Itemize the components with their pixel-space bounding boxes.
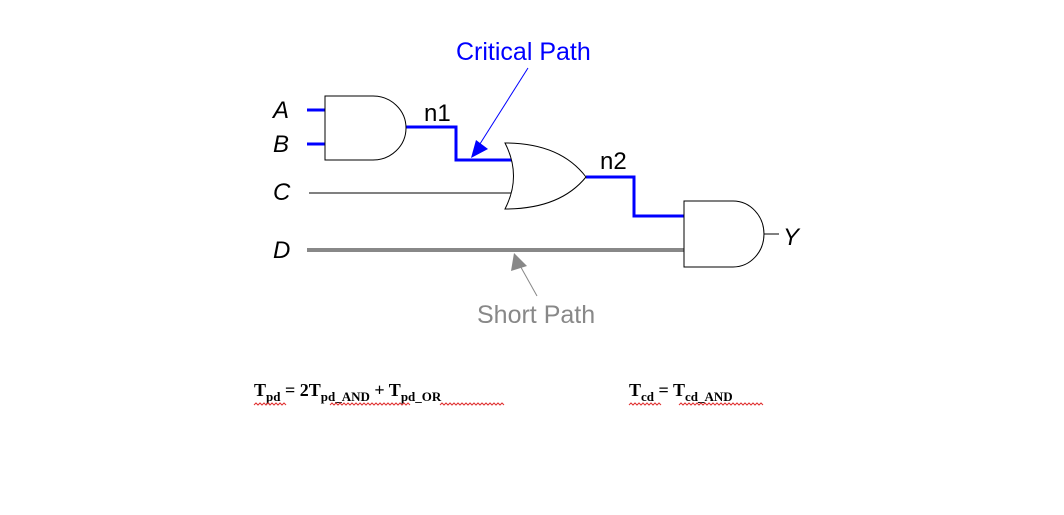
input-label-c: C: [273, 179, 291, 206]
tpd-term2-sub: pd_OR: [401, 389, 442, 404]
wire-n2: [586, 175, 684, 218]
squiggle-tpd-term2: [439, 402, 505, 406]
input-label-d: D: [273, 237, 290, 264]
squiggle-tcd-lhs: [628, 402, 662, 406]
tcd-lhs: T: [629, 380, 641, 400]
squiggle-tcd-term1: [678, 402, 764, 406]
output-label-y: Y: [783, 224, 801, 251]
squiggle-tpd-lhs: [253, 402, 287, 406]
wire-n1: [406, 125, 513, 162]
short-path-label: Short Path: [477, 301, 595, 329]
tpd-plus: + T: [370, 380, 401, 400]
net-label-n2: n2: [600, 148, 627, 175]
tcd-lhs-sub: cd: [641, 389, 655, 404]
tcd-equation: Tcd = Tcd_AND: [629, 380, 733, 404]
input-label-a: A: [271, 97, 289, 124]
squiggle-tpd-term1: [329, 402, 411, 406]
short-path-arrowhead: [511, 253, 527, 271]
and-gate-1: [324, 95, 407, 161]
spellcheck-underlines: [253, 402, 764, 406]
tpd-eq: = 2T: [280, 380, 320, 400]
tcd-eq: = T: [654, 380, 685, 400]
critical-path-wires: [307, 108, 684, 218]
tcd-term1-sub: cd_AND: [685, 389, 733, 404]
tpd-term1-sub: pd_AND: [321, 389, 370, 404]
tpd-lhs-sub: pd: [266, 389, 281, 404]
net-label-n1: n1: [424, 100, 451, 127]
input-label-b: B: [273, 131, 289, 158]
tpd-lhs: T: [254, 380, 266, 400]
critical-path-label: Critical Path: [456, 38, 591, 66]
tpd-equation: Tpd = 2Tpd_AND + Tpd_OR: [254, 380, 442, 404]
critical-path-arrowhead: [471, 140, 488, 158]
critical-path-pointer: [477, 67, 529, 148]
and-gate-2: [683, 200, 765, 268]
or-gate: [504, 142, 587, 210]
